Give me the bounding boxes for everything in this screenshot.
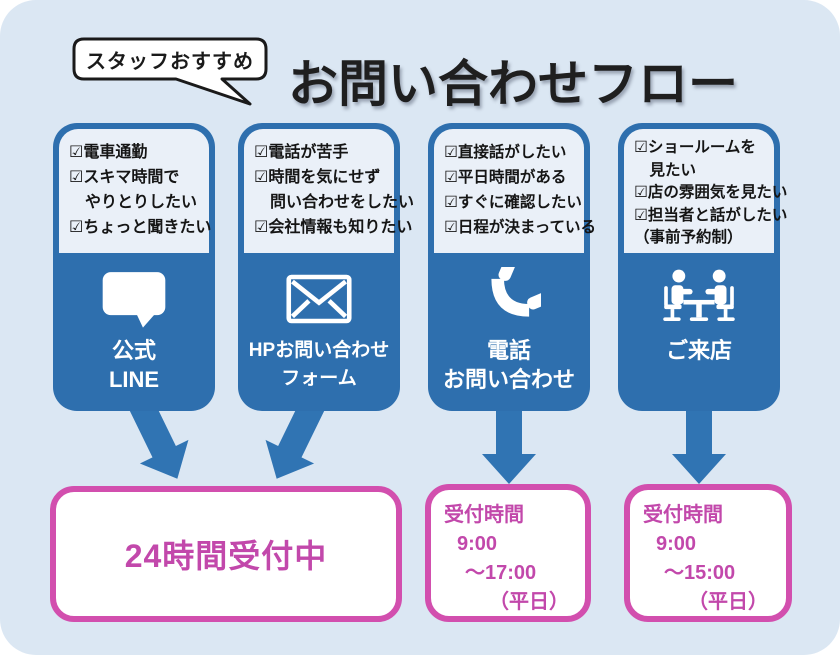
card-phone: ☑直接話がしたい ☑平日時間がある ☑すぐに確認したい ☑日程が決まっている 電… bbox=[428, 123, 596, 411]
card-line-checklist: ☑電車通勤 ☑スキマ時間で やりとりしたい ☑ちょっと聞きたい bbox=[59, 129, 211, 253]
result-24h-text: 24時間受付中 bbox=[124, 538, 328, 574]
card-visit: ☑ショールームを 見たい ☑店の雰囲気を見たい ☑担当者と話がしたい （事前予約… bbox=[618, 123, 787, 411]
card-form: ☑電話が苦手 ☑時間を気にせず 問い合わせをしたい ☑会社情報も知りたい HPお… bbox=[238, 123, 414, 411]
card-visit-label: ご来店 bbox=[665, 338, 732, 363]
phone-icon bbox=[428, 261, 590, 337]
card-phone-label: 電話 お問い合わせ bbox=[442, 338, 575, 392]
card-form-label: HPお問い合わせ フォーム bbox=[248, 340, 390, 389]
card-line-label: 公式 LINE bbox=[108, 338, 160, 392]
result-visit-hours-box: 受付時間 9:00 ～15:00 （平日） bbox=[624, 484, 792, 622]
card-line: ☑電車通勤 ☑スキマ時間で やりとりしたい ☑ちょっと聞きたい 公式 LINE bbox=[53, 123, 215, 411]
result-24h-box: 24時間受付中 bbox=[50, 486, 402, 622]
chat-bubble-icon bbox=[53, 261, 215, 337]
page-title: お問い合わせフロー bbox=[288, 56, 738, 112]
meeting-icon bbox=[618, 261, 780, 337]
badge-label: スタッフおすすめ bbox=[86, 51, 254, 73]
staff-recommend-badge: スタッフおすすめ bbox=[70, 36, 280, 112]
card-phone-checklist: ☑直接話がしたい ☑平日時間がある ☑すぐに確認したい ☑日程が決まっている bbox=[434, 129, 596, 253]
speech-balloon-shape bbox=[72, 37, 268, 106]
result-phone-hours-box: 受付時間 9:00 ～17:00 （平日） bbox=[425, 484, 591, 622]
card-form-checklist: ☑電話が苦手 ☑時間を気にせず 問い合わせをしたい ☑会社情報も知りたい bbox=[244, 129, 414, 253]
card-visit-checklist: ☑ショールームを 見たい ☑店の雰囲気を見たい ☑担当者と話がしたい （事前予約… bbox=[624, 129, 787, 253]
envelope-icon bbox=[238, 261, 400, 337]
